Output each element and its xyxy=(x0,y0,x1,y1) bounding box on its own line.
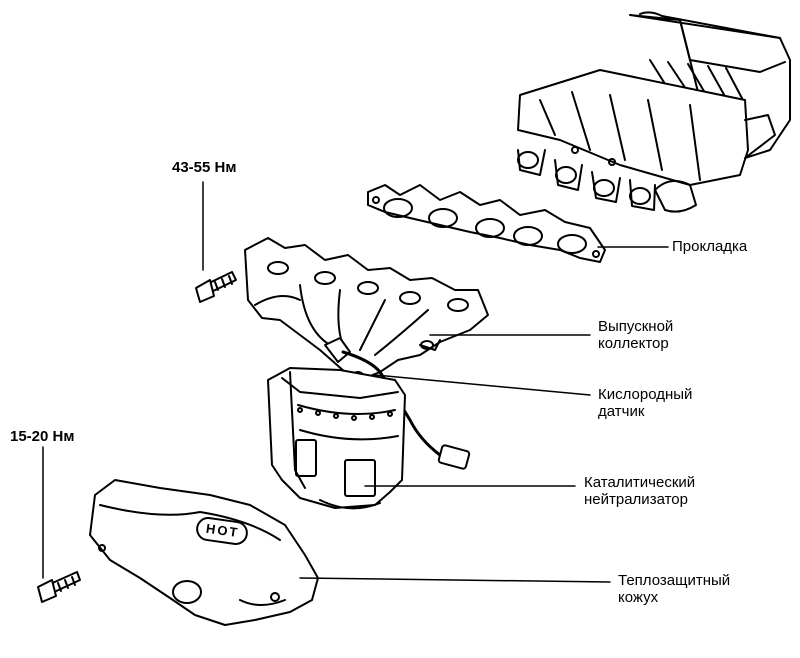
oxygen-sensor-label: Кислородный датчик xyxy=(598,386,692,420)
exhaust-manifold-label: Выпускной коллектор xyxy=(598,318,673,352)
leader-oxygen-sensor xyxy=(374,374,591,396)
gasket-label-line-1: Прокладка xyxy=(672,238,748,255)
oxygen-sensor-label-line-1: Кислородный xyxy=(598,386,693,403)
heat-shield-drawing xyxy=(89,479,319,626)
exhaust-manifold-label-line-1: Выпускной xyxy=(598,318,674,335)
gasket-drawing xyxy=(367,184,606,263)
catalytic-converter-label-line-2: нейтрализатор xyxy=(584,491,688,508)
upper-bolt-drawing xyxy=(195,271,237,303)
leader-lines xyxy=(42,181,669,583)
heat-shield-label: Теплозащитный кожух xyxy=(618,572,730,606)
oxygen-sensor-label-line-2: датчик xyxy=(598,403,645,420)
lower-bolt-drawing xyxy=(37,571,81,603)
intake-manifold-drawing xyxy=(517,11,791,213)
exhaust-manifold-label-line-2: коллектор xyxy=(598,335,669,352)
catalytic-converter-drawing xyxy=(267,367,406,510)
upper-bolt-torque-label: 43-55 Нм xyxy=(172,159,237,176)
catalytic-converter-label-line-1: Каталитический xyxy=(584,474,696,491)
leader-heat-shield xyxy=(299,577,611,583)
lower-bolt-torque-label: 15-20 Нм xyxy=(10,428,75,445)
gasket-label: Прокладка xyxy=(672,238,747,255)
catalytic-converter-label: Каталитический нейтрализатор xyxy=(584,474,695,508)
heat-shield-label-line-1: Теплозащитный xyxy=(618,572,731,589)
heat-shield-label-line-2: кожух xyxy=(618,589,659,606)
